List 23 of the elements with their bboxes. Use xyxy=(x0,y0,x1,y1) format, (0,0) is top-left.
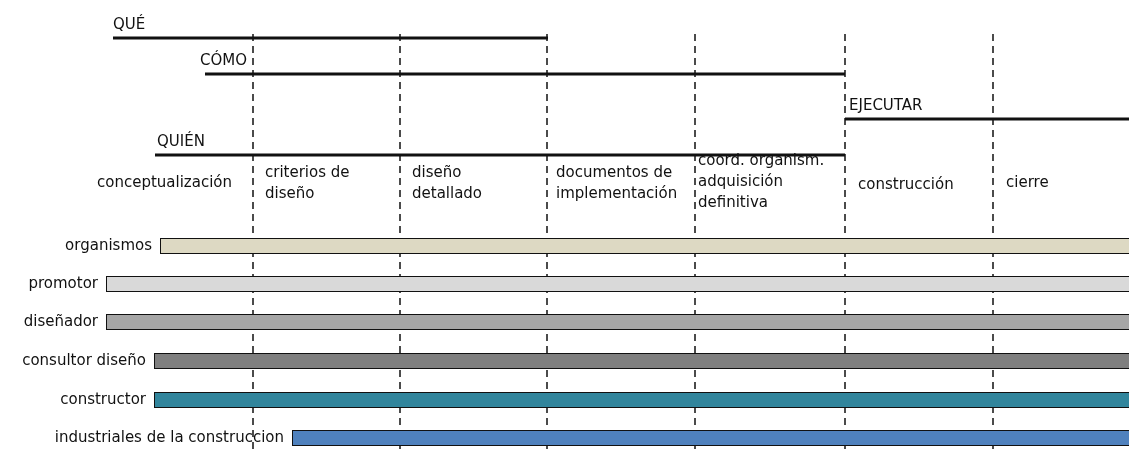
stage-label: diseño detallado xyxy=(412,162,484,204)
phase-heading: EJECUTAR xyxy=(849,95,923,116)
role-label: industriales de la construccion xyxy=(54,427,284,448)
role-label: promotor xyxy=(28,273,98,294)
role-label: consultor diseño xyxy=(22,350,146,371)
stage-label: conceptualización xyxy=(97,172,232,193)
role-bar xyxy=(160,238,1129,254)
stage-label: cierre xyxy=(1006,172,1049,193)
phase-heading: CÓMO xyxy=(200,50,248,71)
role-bar xyxy=(154,392,1129,408)
phase-heading: QUÉ xyxy=(113,14,146,35)
role-label: diseñador xyxy=(23,311,98,332)
role-bar xyxy=(292,430,1129,446)
role-label: organismos xyxy=(65,235,152,256)
stage-label: criterios de diseño xyxy=(265,162,351,204)
stage-label: documentos de implementación xyxy=(556,162,679,204)
stage-label: coord. organism. adquisición definitiva xyxy=(698,150,826,213)
role-label: constructor xyxy=(60,389,146,410)
role-bar xyxy=(154,353,1129,369)
role-bar xyxy=(106,314,1129,330)
role-bar xyxy=(106,276,1129,292)
stage-label: construcción xyxy=(858,174,954,195)
phase-heading: QUIÉN xyxy=(157,131,205,152)
